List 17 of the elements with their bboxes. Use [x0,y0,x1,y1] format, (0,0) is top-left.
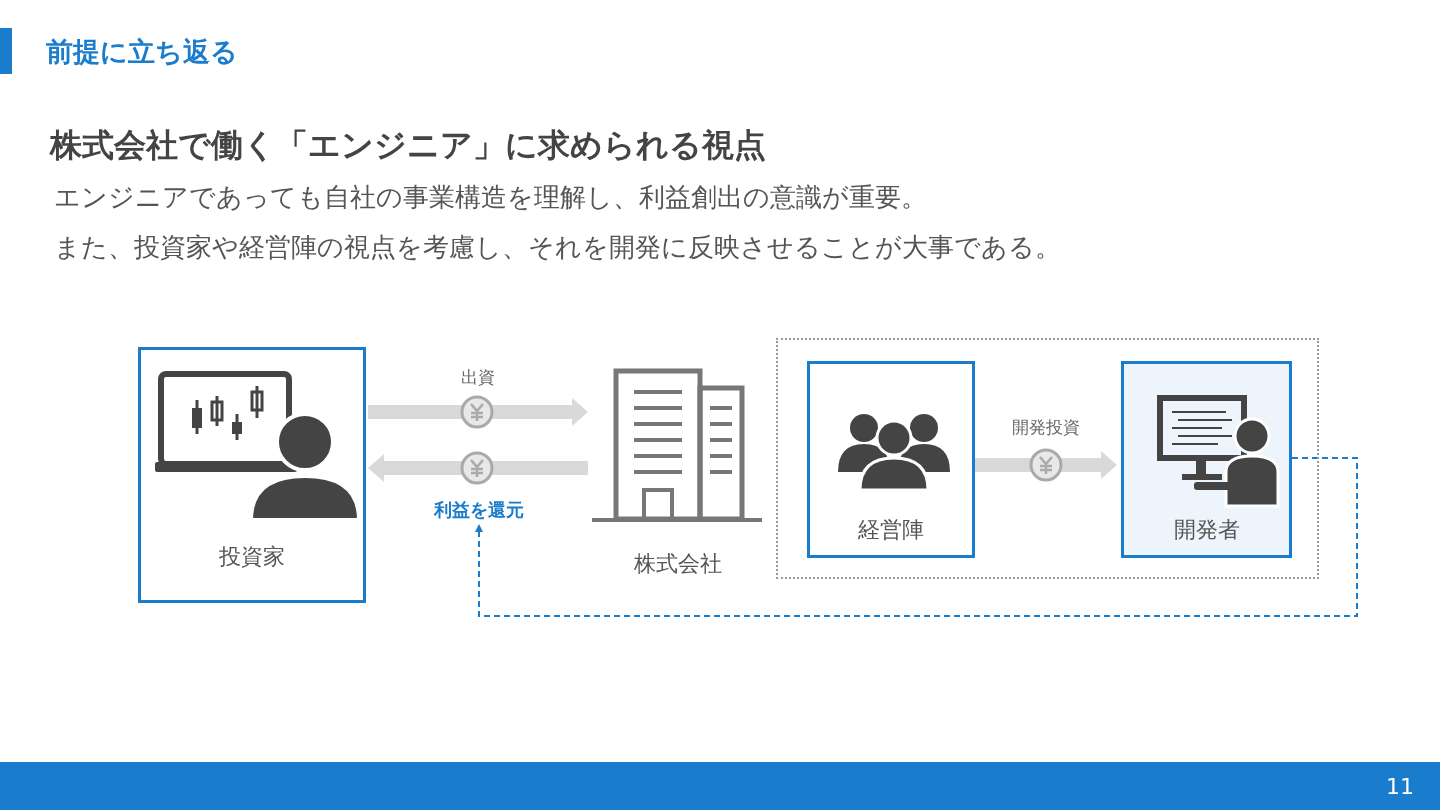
node-label: 投資家 [218,543,286,571]
arrow [475,457,1358,617]
dotted-group-frame [776,338,1319,579]
node-label: 株式会社 [632,550,723,578]
body-text: また、投資家や経営陣の視点を考慮し、それを開発に反映させることが大事である。 [54,231,1061,264]
arrow [368,398,588,426]
node-label: 利益を還元 [432,498,525,522]
node-label: 開発者 [1172,516,1241,544]
developer-box [1121,361,1292,558]
arrow [368,454,588,482]
section-heading: 株式会社で働く「エンジニア」に求められる視点 [50,125,766,166]
node-label: 経営陣 [857,516,925,544]
body-text: エンジニアであっても自社の事業構造を理解し、利益創出の意識が重要。 [54,181,927,214]
slide-title: 前提に立ち返る [46,35,238,69]
arrow [975,451,1117,479]
page-number: 11 [1386,774,1414,799]
management-box [807,361,975,558]
